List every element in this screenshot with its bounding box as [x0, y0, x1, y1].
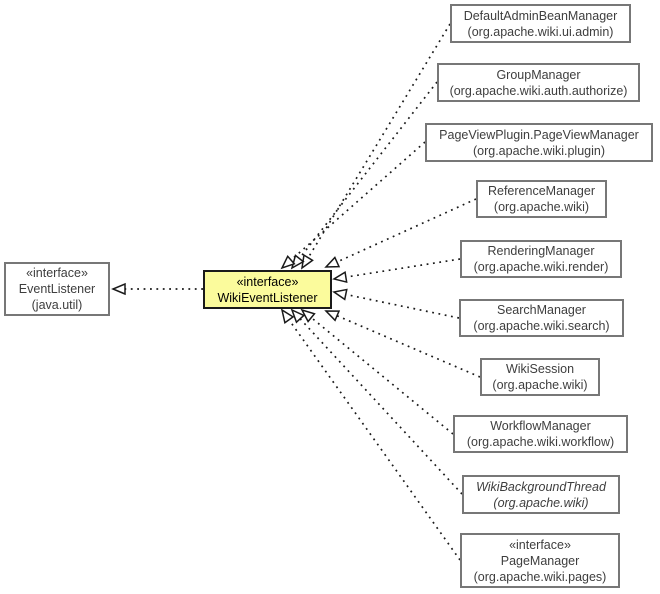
- class-node-eventlistener[interactable]: «interface» EventListener (java.util): [4, 262, 110, 316]
- edge-workflowmanager: [300, 308, 454, 435]
- class-name: SearchManager: [497, 303, 586, 317]
- class-name: PageManager: [500, 553, 580, 568]
- class-package: (org.apache.wiki): [492, 378, 588, 392]
- class-name: EventListener: [18, 282, 96, 296]
- edge-pagemanager: [280, 308, 461, 561]
- class-name: GroupManager: [496, 67, 581, 82]
- class-package: (org.apache.wiki.ui.admin): [467, 24, 614, 39]
- class-package: (org.apache.wiki.render): [473, 260, 609, 274]
- edge-wikisession: [324, 310, 481, 378]
- class-node-pageviewmanager[interactable]: PageViewPlugin.PageViewManager (org.apac…: [425, 123, 653, 162]
- class-node-wikisession[interactable]: WikiSession (org.apache.wiki): [480, 358, 600, 396]
- class-package: (org.apache.wiki.workflow): [466, 435, 615, 449]
- class-name: WorkflowManager: [490, 419, 591, 433]
- edge-wikibackgroundthread: [290, 308, 463, 495]
- class-package: (org.apache.wiki): [493, 200, 590, 214]
- edge-pageviewmanager: [280, 141, 426, 270]
- edge-renderingmanager: [332, 258, 461, 284]
- class-name: PageViewPlugin.PageViewManager: [439, 127, 639, 142]
- class-package: (org.apache.wiki.plugin): [472, 143, 605, 158]
- class-node-workflowmanager[interactable]: WorkflowManager (org.apache.wiki.workflo…: [453, 415, 628, 453]
- class-package: (org.apache.wiki.auth.authorize): [449, 83, 628, 98]
- class-stereotype: «interface»: [509, 537, 571, 552]
- class-package: (java.util): [31, 298, 83, 312]
- class-node-wikibackgroundthread[interactable]: WikiBackgroundThread (org.apache.wiki): [462, 475, 620, 514]
- class-stereotype: «interface»: [26, 266, 88, 280]
- class-name: ReferenceManager: [487, 184, 595, 198]
- class-node-renderingmanager[interactable]: RenderingManager (org.apache.wiki.render…: [460, 240, 622, 278]
- class-node-groupmanager[interactable]: GroupManager (org.apache.wiki.auth.autho…: [437, 63, 640, 102]
- class-package: (org.apache.wiki.pages): [473, 569, 607, 584]
- edge-groupmanager: [290, 81, 438, 270]
- class-name: WikiBackgroundThread: [476, 479, 606, 494]
- class-node-defaultadminbeanmanager[interactable]: DefaultAdminBeanManager (org.apache.wiki…: [450, 4, 631, 43]
- class-package: (org.apache.wiki): [493, 495, 589, 510]
- class-package: (org.apache.wiki.search): [473, 319, 610, 333]
- edge-defaultadminbeanmanager: [300, 23, 451, 270]
- edge-searchmanager: [332, 288, 460, 319]
- class-node-pagemanager[interactable]: «interface» PageManager (org.apache.wiki…: [460, 533, 620, 588]
- class-name: RenderingManager: [487, 244, 595, 258]
- class-name: DefaultAdminBeanManager: [463, 8, 618, 23]
- edge-referencemanager: [324, 198, 477, 268]
- class-node-searchmanager[interactable]: SearchManager (org.apache.wiki.search): [459, 299, 624, 337]
- class-node-wikieventlistener: «interface» WikiEventListener: [203, 270, 332, 309]
- class-name: WikiSession: [505, 362, 575, 376]
- class-node-referencemanager[interactable]: ReferenceManager (org.apache.wiki): [476, 180, 607, 218]
- class-stereotype: «interface»: [236, 274, 299, 289]
- class-name: WikiEventListener: [217, 290, 318, 305]
